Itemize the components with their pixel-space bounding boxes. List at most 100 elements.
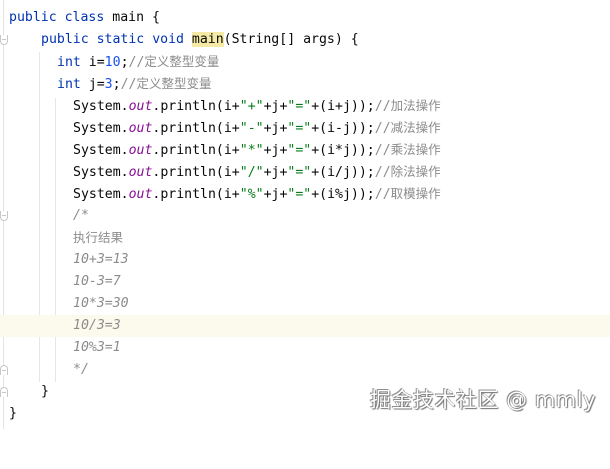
keyword: static [96, 32, 145, 47]
code-line[interactable]: System.out.println(i+"-"+j+"="+(i-j));//… [0, 117, 610, 139]
comment-text: 减法操作 [390, 120, 441, 135]
block-comment-close: */ [73, 362, 89, 377]
comment-text: 乘法操作 [390, 142, 441, 157]
fold-collapse-icon[interactable] [0, 35, 8, 45]
expression: +(i%j)); [311, 187, 375, 202]
class-ref: System. [73, 143, 129, 158]
comment-text: 除法操作 [390, 164, 441, 179]
comment: // [374, 99, 391, 114]
comment-text: 取模操作 [390, 186, 441, 201]
comment-text: 10+3=13 [73, 252, 129, 267]
method-call: .println(i+ [152, 187, 240, 202]
static-field: out [128, 121, 153, 136]
comment: // [374, 187, 391, 202]
expression: +j+ [263, 99, 288, 114]
expression: +(i-j)); [311, 121, 375, 136]
method-params: (String[] args) { [223, 32, 359, 47]
fold-collapse-icon[interactable] [0, 211, 8, 221]
string-literal: "=" [287, 143, 312, 158]
keyword: public [9, 10, 57, 25]
semicolon: ; [112, 77, 121, 92]
code-line[interactable]: public class main { [0, 7, 610, 29]
code-line[interactable]: */ [0, 359, 610, 381]
code-line[interactable]: 10*3=30 [0, 293, 610, 315]
code-line[interactable]: int j=3;//定义整型变量 [0, 73, 610, 95]
keyword: public [41, 32, 89, 47]
comment-text: 10*3=30 [73, 296, 129, 311]
current-code-line[interactable]: 10/3=3 [0, 315, 610, 337]
number-literal: 10 [104, 55, 121, 70]
static-field: out [128, 99, 153, 114]
code-line[interactable]: } [0, 381, 610, 403]
expression: +j+ [263, 165, 288, 180]
comment: // [374, 165, 391, 180]
expression: +j+ [263, 143, 288, 158]
string-literal: "=" [287, 187, 312, 202]
keyword: int [57, 77, 81, 92]
code-line[interactable]: System.out.println(i+"%"+j+"="+(i%j));//… [0, 183, 610, 205]
string-literal: "*" [239, 143, 264, 158]
comment-text: 定义整型变量 [136, 76, 212, 91]
string-literal: "-" [239, 121, 264, 136]
method-name: main [191, 32, 224, 47]
static-field: out [128, 187, 153, 202]
keyword: void [152, 32, 184, 47]
comment: // [128, 55, 145, 70]
fold-end-icon[interactable] [0, 365, 8, 375]
comment-text: 加法操作 [390, 98, 441, 113]
string-literal: "=" [287, 121, 312, 136]
indent-guide-method [39, 52, 40, 382]
expression: +(i/j)); [311, 165, 375, 180]
string-literal: "/" [239, 165, 264, 180]
block-comment-open: /* [73, 208, 89, 223]
code-line[interactable]: 10-3=7 [0, 271, 610, 293]
closing-brace: } [41, 384, 49, 399]
code-line[interactable]: public static void main(String[] args) { [0, 29, 610, 51]
code-line[interactable]: /* [0, 205, 610, 227]
comment-text: 定义整型变量 [144, 54, 220, 69]
keyword: int [57, 55, 81, 70]
string-literal: "+" [239, 99, 264, 114]
declaration: i= [88, 55, 105, 70]
code-editor[interactable]: public class main { public static void m… [0, 0, 610, 429]
code-line[interactable]: int i=10;//定义整型变量 [0, 51, 610, 73]
expression: +(i+j)); [311, 99, 375, 114]
code-line[interactable]: 10+3=13 [0, 249, 610, 271]
string-literal: "=" [287, 165, 312, 180]
expression: +(i*j)); [311, 143, 375, 158]
static-field: out [128, 143, 153, 158]
brace: { [151, 10, 160, 25]
string-literal: "=" [287, 99, 312, 114]
comment-text: 10/3=3 [73, 318, 121, 333]
expression: +j+ [263, 187, 288, 202]
watermark: 掘金技术社区 @ mmly [369, 388, 596, 412]
code-line[interactable]: System.out.println(i+"+"+j+"="+(i+j));//… [0, 95, 610, 117]
class-name: main [112, 10, 145, 25]
comment: // [374, 143, 391, 158]
class-ref: System. [73, 165, 129, 180]
indent-guide-body [55, 98, 56, 382]
declaration: j= [88, 77, 105, 92]
static-field: out [128, 165, 153, 180]
code-line[interactable]: 10%3=1 [0, 337, 610, 359]
method-call: .println(i+ [152, 165, 240, 180]
code-line[interactable]: System.out.println(i+"/"+j+"="+(i/j));//… [0, 161, 610, 183]
class-ref: System. [73, 187, 129, 202]
code-line[interactable]: System.out.println(i+"*"+j+"="+(i*j));//… [0, 139, 610, 161]
method-call: .println(i+ [152, 143, 240, 158]
comment-text: 10-3=7 [73, 274, 121, 289]
code-line[interactable]: } [0, 403, 610, 425]
class-ref: System. [73, 121, 129, 136]
keyword: class [64, 10, 105, 25]
expression: +j+ [263, 121, 288, 136]
string-literal: "%" [239, 187, 264, 202]
fold-end-icon[interactable] [0, 387, 8, 397]
comment-text: 执行结果 [73, 230, 124, 245]
closing-brace: } [9, 406, 17, 421]
comment: // [374, 121, 391, 136]
comment: // [120, 77, 137, 92]
code-line[interactable]: 执行结果 [0, 227, 610, 249]
method-call: .println(i+ [152, 99, 240, 114]
number-literal: 3 [104, 77, 113, 92]
method-call: .println(i+ [152, 121, 240, 136]
